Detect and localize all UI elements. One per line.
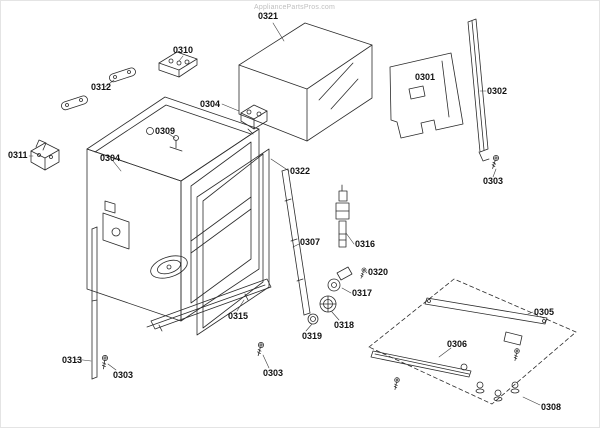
clip-0312-drawing bbox=[61, 67, 136, 111]
part-label-0304: 0304 bbox=[200, 99, 221, 109]
insulation-panel-drawing bbox=[389, 52, 464, 139]
part-label-0312: 0312 bbox=[91, 82, 112, 92]
part-label-0318: 0318 bbox=[334, 320, 355, 330]
part-label-0306: 0306 bbox=[447, 339, 468, 349]
part-label-0320: 0320 bbox=[368, 267, 389, 277]
part-label-0303: 0303 bbox=[483, 176, 504, 186]
water-channel-drawing bbox=[281, 168, 311, 316]
inlet-valve-drawing bbox=[335, 184, 350, 248]
part-label-0304: 0304 bbox=[100, 153, 121, 163]
base-rail-drawing bbox=[150, 278, 272, 332]
part-0309-drawing bbox=[169, 135, 183, 152]
part-label-0319: 0319 bbox=[302, 331, 323, 341]
ring-0319-drawing bbox=[307, 313, 319, 325]
bracket-0304-drawing bbox=[240, 104, 268, 135]
part-label-0305: 0305 bbox=[534, 307, 555, 317]
part-label-0311: 0311 bbox=[8, 150, 28, 160]
part-label-0307: 0307 bbox=[300, 237, 321, 247]
top-panel-drawing bbox=[238, 22, 373, 142]
part-label-0315: 0315 bbox=[228, 311, 249, 321]
side-strip-drawing bbox=[467, 18, 490, 162]
part-label-0316: 0316 bbox=[355, 239, 376, 249]
watermark-text: AppliancePartsPros.com bbox=[254, 4, 336, 11]
rail-0306-drawing bbox=[370, 350, 472, 378]
screws-drawing bbox=[100, 154, 521, 391]
part-label-0310: 0310 bbox=[173, 45, 194, 55]
bracket-0311-drawing bbox=[30, 139, 60, 171]
part-label-0302: 0302 bbox=[487, 86, 508, 96]
part-label-0308: 0308 bbox=[541, 402, 562, 412]
tub-drawing bbox=[86, 96, 266, 328]
feet-0308-drawing bbox=[475, 381, 520, 402]
bracket-0310-drawing bbox=[158, 51, 198, 78]
left-rail-drawing bbox=[91, 226, 98, 380]
part-label-0313: 0313 bbox=[62, 355, 83, 365]
part-label-0303: 0303 bbox=[113, 370, 134, 380]
leader-lines bbox=[28, 22, 541, 406]
door-frame-drawing bbox=[196, 148, 270, 336]
pump-cover-0318-drawing bbox=[319, 295, 337, 313]
part-label-0322: 0322 bbox=[290, 166, 311, 176]
sump-circle bbox=[150, 255, 188, 279]
part-label-0303: 0303 bbox=[263, 368, 284, 378]
elbow-0317-drawing bbox=[327, 266, 353, 292]
part-label-0301: 0301 bbox=[415, 72, 436, 82]
rail-0305-drawing bbox=[424, 297, 548, 325]
base-assembly-drawing bbox=[368, 278, 577, 405]
part-label-0317: 0317 bbox=[352, 288, 373, 298]
part-label-0309: 0309 bbox=[155, 126, 176, 136]
part-label-0321: 0321 bbox=[258, 11, 279, 21]
